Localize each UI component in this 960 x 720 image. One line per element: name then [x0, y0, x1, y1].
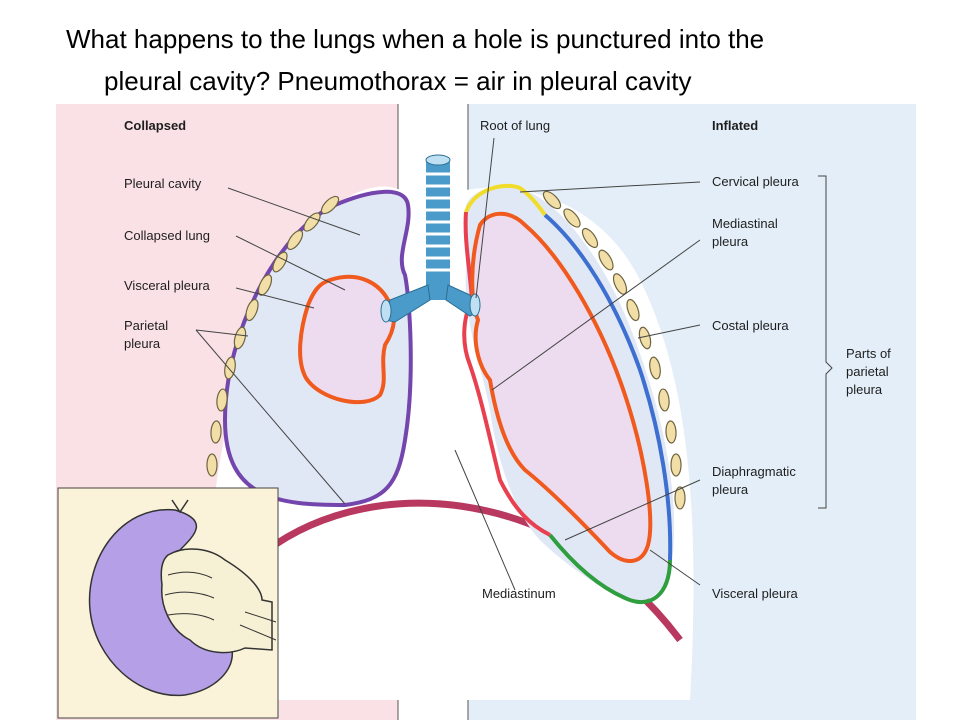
label-mediastinum: Mediastinum	[482, 586, 556, 601]
label-parts-of-parietal-1: Parts of	[846, 346, 891, 361]
label-diaphragmatic-pleura-1: Diaphragmatic	[712, 464, 796, 479]
inflated-lung	[470, 211, 653, 563]
right-ribs	[542, 190, 686, 510]
label-parietal-pleura-1: Parietal	[124, 318, 168, 333]
label-parietal-pleura-2: pleura	[124, 336, 161, 351]
right-heading: Inflated	[712, 118, 758, 133]
leader-lines	[195, 137, 833, 591]
label-parts-of-parietal-3: pleura	[846, 382, 883, 397]
title-line-1: What happens to the lungs when a hole is…	[66, 24, 765, 54]
left-heading: Collapsed	[124, 118, 186, 133]
trachea	[380, 154, 481, 323]
pneumothorax-diagram: Collapsed Inflated Pleural cavity Collap…	[56, 104, 916, 720]
title-line-2: pleural cavity? Pneumothorax = air in pl…	[104, 66, 692, 96]
label-diaphragmatic-pleura-2: pleura	[712, 482, 749, 497]
label-cervical-pleura: Cervical pleura	[712, 174, 799, 189]
label-visceral-pleura-right: Visceral pleura	[712, 586, 799, 601]
collapsed-lung	[298, 274, 397, 405]
label-visceral-pleura-left: Visceral pleura	[124, 278, 211, 293]
label-mediastinal-pleura-1: Mediastinal	[712, 216, 778, 231]
label-pleural-cavity: Pleural cavity	[124, 176, 202, 191]
label-parts-of-parietal-2: parietal	[846, 364, 889, 379]
label-costal-pleura: Costal pleura	[712, 318, 789, 333]
left-ribs	[206, 195, 340, 477]
slide-title: What happens to the lungs when a hole is…	[0, 0, 960, 104]
label-collapsed-lung: Collapsed lung	[124, 228, 210, 243]
label-mediastinal-pleura-2: pleura	[712, 234, 749, 249]
label-root-of-lung: Root of lung	[480, 118, 550, 133]
balloon-fist-inset	[57, 487, 279, 719]
